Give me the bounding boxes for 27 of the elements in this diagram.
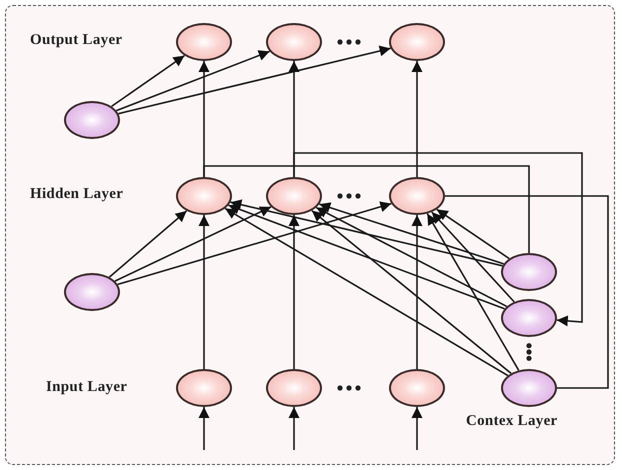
arrow bbox=[412, 215, 422, 369]
arrow bbox=[431, 212, 515, 302]
arrow bbox=[412, 407, 422, 450]
arrow bbox=[230, 199, 503, 267]
layer-label: Output Layer bbox=[30, 32, 122, 49]
arrow bbox=[316, 206, 508, 308]
arrow bbox=[198, 407, 210, 450]
arrow bbox=[319, 202, 504, 265]
layer-label: Hidden Layer bbox=[30, 186, 124, 203]
arrow bbox=[224, 208, 508, 376]
arrow bbox=[118, 46, 391, 114]
arrow bbox=[198, 215, 210, 369]
arrow bbox=[288, 407, 300, 450]
arrow bbox=[228, 204, 505, 310]
arrow bbox=[111, 54, 185, 108]
arrow bbox=[108, 210, 188, 278]
arrow bbox=[116, 50, 270, 112]
arrow bbox=[293, 152, 583, 326]
layer-label: Input Layer bbox=[46, 379, 128, 396]
arrow bbox=[117, 201, 392, 286]
arrow bbox=[412, 61, 422, 177]
layer-label: Contex Layer bbox=[466, 413, 558, 430]
arrow bbox=[288, 215, 300, 369]
arrow bbox=[311, 210, 512, 374]
arrow bbox=[426, 213, 520, 371]
arrow bbox=[436, 208, 510, 260]
arrow bbox=[114, 206, 272, 282]
